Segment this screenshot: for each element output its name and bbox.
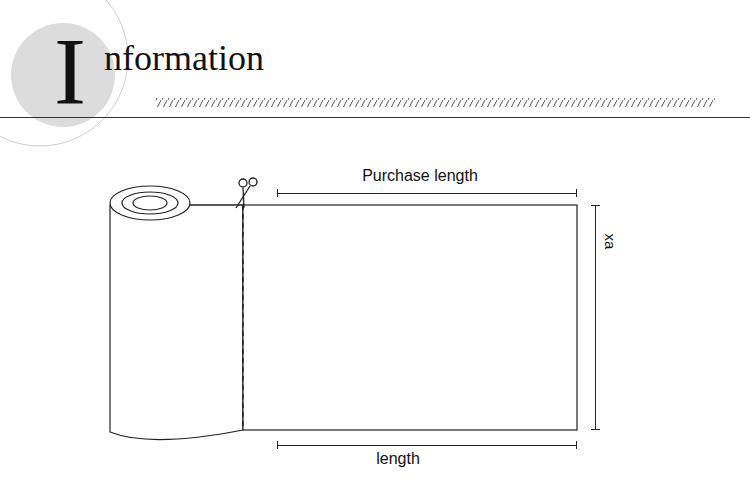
- dimension-label: xa: [604, 233, 619, 249]
- dimension-label: Purchase length: [362, 168, 478, 184]
- cut-line-top: [242, 205, 243, 430]
- fabric-piece: [243, 205, 577, 430]
- scissors-icon: [236, 178, 257, 208]
- header-rule: [0, 117, 750, 118]
- hatch-line: [155, 98, 715, 107]
- dimension-label: length: [376, 451, 420, 467]
- dimension-lines: [277, 189, 600, 449]
- header-disc: [11, 23, 115, 127]
- header-initial: I: [54, 24, 86, 120]
- fabric-roll: [110, 186, 243, 440]
- header-title: nformation: [104, 40, 264, 76]
